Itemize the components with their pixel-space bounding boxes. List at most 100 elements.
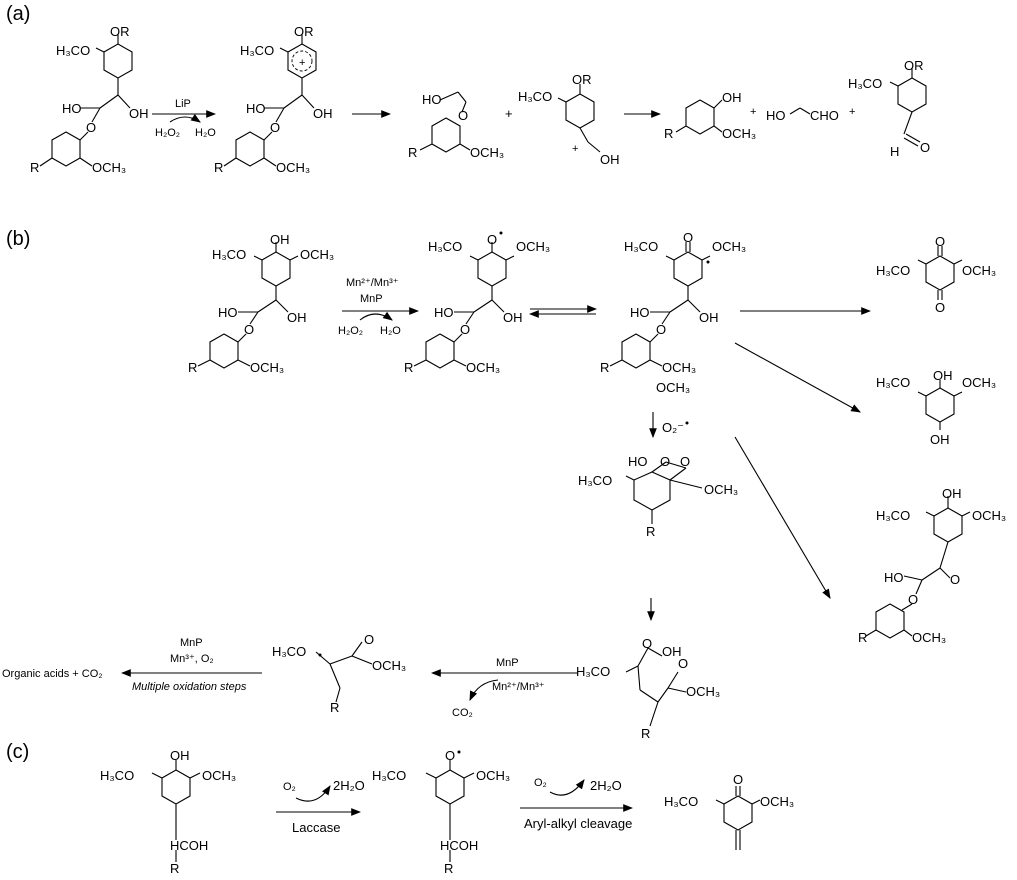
a-p2-meo: H₃CO (518, 89, 552, 104)
b-q3-meo: H₃CO (876, 508, 910, 523)
b-s3-ho2: OH (699, 310, 719, 325)
c-substrate: OH H₃CO OCH₃ HCOH R (100, 748, 236, 876)
c-r1-o2: O₂ (283, 781, 296, 793)
a-s1-ome: OCH₃ (92, 160, 126, 175)
b-s2-meo: H₃CO (428, 239, 462, 254)
a-p2-charge: + (572, 143, 578, 155)
b-s1-r: R (188, 360, 197, 375)
a-p3-ome: OCH₃ (722, 126, 756, 141)
b-r2-mn: Mn²⁺/Mn³⁺ (492, 681, 545, 693)
b-s1-ho1: HO (218, 305, 238, 320)
b-q2-oh1: OH (933, 368, 953, 383)
b-q3-r: R (858, 630, 867, 645)
b-r3-mnp: MnP (180, 637, 203, 649)
c-s2-meo: H₃CO (372, 768, 406, 783)
a-p5-o: O (920, 140, 930, 155)
b-d-ho: HO (628, 454, 648, 469)
c-s2-o: O (445, 748, 455, 763)
b-s1-meo: H₃CO (212, 247, 246, 262)
c-r1-enz: Laccase (292, 820, 340, 835)
b-phenoxy-radical: O H₃CO OCH₃ HO OH O R OCH₃ (404, 231, 550, 375)
b-s2-ome2: OCH₃ (466, 360, 500, 375)
a-p1-ho: HO (422, 92, 442, 107)
c-s1-ome: OCH₃ (202, 768, 236, 783)
a-product-4: HO CHO (766, 107, 839, 123)
a-product-3: OH R OCH₃ (664, 90, 756, 141)
a-product-5: OR H₃CO H O (848, 58, 930, 159)
a-product-2: OR H₃CO + OH (518, 72, 620, 167)
b-arrow-ketone (734, 436, 831, 599)
b-q1-ome: OCH₃ (962, 263, 996, 278)
b-superoxide: O₂⁻ (662, 420, 684, 435)
b-d-o2: O (680, 454, 690, 469)
b-s1-ome: OCH₃ (300, 247, 334, 262)
b-d-ome: OCH₃ (704, 482, 738, 497)
a-s2-charge: + (299, 57, 305, 69)
b-q3-oh: OH (942, 486, 962, 501)
b-s1-oh: OH (270, 232, 290, 247)
b-e-r: R (330, 700, 339, 715)
a-p5-meo: H₃CO (848, 76, 882, 91)
b-substrate: OH H₃CO OCH₃ HO OH O R OCH₃ (188, 232, 334, 375)
b-s3-ome3: OCH₃ (656, 380, 690, 395)
b-cyclohexadienone-radical: O H₃CO OCH₃ HO OH O R OCH₃ OCH₃ (600, 230, 746, 395)
b-ester-intermediate: H₃CO O OCH₃ R (272, 632, 406, 715)
a-p4-ho: HO (766, 108, 786, 123)
b-m-r: R (641, 726, 650, 741)
b-m-ome: OCH₃ (686, 684, 720, 699)
b-hydroquinone: OH OH H₃CO OCH₃ (876, 368, 996, 447)
c-s2-r: R (444, 861, 453, 876)
b-d-o1: O (660, 454, 670, 469)
c-s2-ome: OCH₃ (476, 768, 510, 783)
a-s1-ho2: OH (129, 106, 149, 121)
b-s3-r: R (600, 360, 609, 375)
a-s2-ho2: OH (313, 106, 333, 121)
a-p1-o: O (458, 108, 468, 123)
b-s2-ho1: HO (434, 305, 454, 320)
b-arrow-hydroquinone (734, 342, 861, 413)
a-substrate: OR H₃CO HO OH O R OCH₃ (30, 24, 149, 175)
b-s2-r: R (404, 360, 413, 375)
c-arrow-cleavage: O₂ 2H₂O Aryl-alkyl cleavage (520, 777, 634, 831)
b-s2-ether-o: O (460, 322, 470, 337)
b-s1-ho2: OH (287, 310, 307, 325)
b-q3-o: O (950, 572, 960, 587)
a-s1-ho1: HO (62, 101, 82, 116)
a-arrow-lip: LiP H₂O₂ H₂O (152, 98, 216, 139)
c-s2-hcoh: HCOH (440, 838, 478, 853)
b-arrow-mnp: Mn²⁺/Mn³⁺ MnP H₂O₂ H₂O (338, 277, 420, 337)
a-s1-r: R (30, 160, 39, 175)
b-s3-ome2: OCH₃ (662, 360, 696, 375)
b-m-meo: H₃CO (576, 664, 610, 679)
b-s2-ho2: OH (503, 310, 523, 325)
b-s1-ether-o: O (244, 322, 254, 337)
b-q1-o2: O (935, 300, 945, 315)
c-arrow-laccase: O₂ 2H₂O Laccase (276, 778, 365, 835)
b-m-oh: OH (662, 644, 682, 659)
c-phenoxy-radical: O H₃CO OCH₃ HCOH R (372, 748, 510, 876)
a-s2-or: OR (294, 24, 314, 39)
c-s3-ome: OCH₃ (760, 794, 794, 809)
b-q1-meo: H₃CO (876, 263, 910, 278)
a-p1-ome: OCH₃ (470, 145, 504, 160)
b-q3-ome: OCH₃ (972, 508, 1006, 523)
b-r1-mnp: MnP (360, 293, 383, 305)
a-s2-r: R (214, 160, 223, 175)
b-q2-meo: H₃CO (876, 375, 910, 390)
a-h2o2: H₂O₂ (155, 127, 180, 139)
a-p5-h: H (890, 144, 899, 159)
c-s3-o: O (733, 772, 743, 787)
b-r3-mn: Mn³⁺, O₂ (170, 653, 214, 665)
b-r3-steps: Multiple oxidation steps (132, 681, 247, 693)
b-r1-h2o2: H₂O₂ (338, 325, 363, 337)
a-p3-r: R (664, 126, 673, 141)
b-dmbq: O O H₃CO OCH₃ (876, 234, 996, 315)
a-p2-or: OR (572, 72, 592, 87)
panel-label-a: (a) (6, 3, 30, 25)
b-e-o: O (364, 632, 374, 647)
c-s1-meo: H₃CO (100, 768, 134, 783)
b-e-meo: H₃CO (272, 644, 306, 659)
b-s1-ome2: OCH₃ (250, 360, 284, 375)
c-s1-oh: OH (170, 748, 190, 763)
b-q3-ome2: OCH₃ (912, 630, 946, 645)
